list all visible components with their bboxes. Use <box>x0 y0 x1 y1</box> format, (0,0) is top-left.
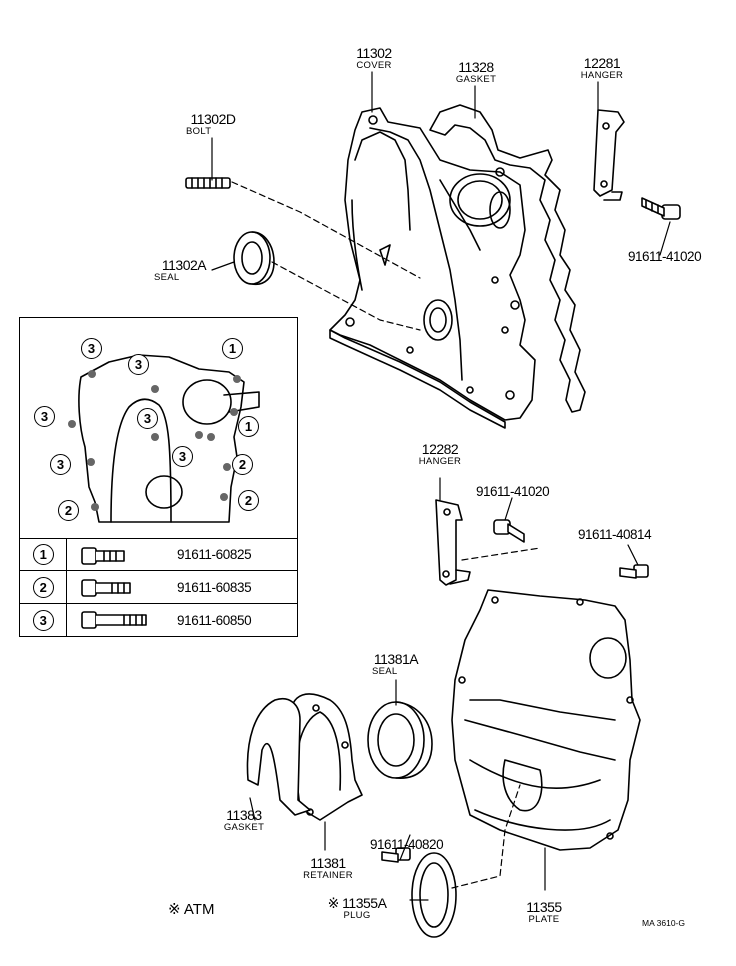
label-gasket-low: 11383 GASKET <box>216 808 272 833</box>
bolt-top-drawing <box>641 197 681 220</box>
location-mark-3: 3 <box>81 338 102 359</box>
part-name: BOLT <box>186 126 212 137</box>
part-number-cell: 91611-60835 <box>177 570 297 604</box>
location-mark-2: 2 <box>232 454 253 475</box>
label-pn-top: 91611-41020 <box>628 249 702 264</box>
part-name: RETAINER <box>303 870 353 881</box>
bolt-mid-drawing <box>493 519 525 543</box>
bolt-icon-cell <box>67 604 178 637</box>
table-row: 1 91611-60825 <box>20 538 297 571</box>
location-mark-1: 1 <box>238 416 259 437</box>
bolt-legend-table: 1 91611-60825 2 91611-60835 3 91611-6085… <box>20 538 297 636</box>
location-mark-3: 3 <box>137 408 158 429</box>
table-row: 3 91611-60850 <box>20 603 297 637</box>
part-number-cell: 91611-60825 <box>177 538 297 571</box>
location-mark-3: 3 <box>50 454 71 475</box>
mark-circle: 2 <box>32 576 54 598</box>
inset-diagram-area: 3 3 1 3 3 1 3 3 2 2 2 <box>20 318 297 539</box>
part-number: 12282 <box>421 441 459 457</box>
location-mark-3: 3 <box>34 406 55 427</box>
atm-note: ※ ATM <box>168 901 215 918</box>
stud-bolt-drawing <box>185 177 231 189</box>
part-number: ※ 11355A <box>327 895 387 911</box>
alignment-lines <box>231 181 541 889</box>
hanger-top-drawing <box>593 109 625 201</box>
label-gasket-top: 11328 GASKET <box>444 60 508 85</box>
end-plate-drawing <box>451 589 641 851</box>
label-seal-top: 11302A SEAL <box>152 258 216 283</box>
location-mark-3: 3 <box>128 354 149 375</box>
retainer-gasket-drawing <box>246 698 311 816</box>
label-hanger-top: 12281 HANGER <box>570 56 634 81</box>
label-pn-mid1: 91611-41020 <box>476 484 550 499</box>
label-pn-low: 91611-40820 <box>370 837 444 852</box>
label-retainer: 11381 RETAINER <box>296 856 360 881</box>
location-mark-3: 3 <box>172 446 193 467</box>
part-name: PLUG <box>343 910 371 921</box>
part-name: SEAL <box>372 666 398 677</box>
label-hanger-mid: 12282 HANGER <box>410 442 470 467</box>
label-pn-mid2: 91611-40814 <box>578 527 652 542</box>
part-name: GASKET <box>455 74 497 85</box>
drawing-code: MA 3610-G <box>642 918 685 928</box>
part-number: 11381A <box>373 651 419 667</box>
label-plug: ※ 11355A PLUG <box>312 896 402 921</box>
part-number-cell: 91611-60850 <box>177 612 252 628</box>
part-name: SEAL <box>154 272 180 283</box>
part-number: 11383 <box>226 807 262 823</box>
cover-gasket-drawing <box>429 104 586 413</box>
part-number: 11302D <box>190 111 236 127</box>
part-number: 11355 <box>526 899 562 915</box>
mark-circle: 3 <box>32 609 54 631</box>
bolt-icon-long <box>81 611 147 629</box>
inset-cover-outline <box>68 354 260 523</box>
part-name: PLATE <box>528 914 560 925</box>
plug-drawing <box>411 852 457 938</box>
part-number: 11328 <box>458 59 494 75</box>
seal-low-drawing <box>367 701 433 779</box>
table-row: 2 91611-60835 <box>20 570 297 604</box>
timing-cover-drawing <box>329 107 536 429</box>
part-number: 12281 <box>583 55 621 71</box>
mark-cell: 2 <box>20 570 67 604</box>
seal-top-drawing <box>233 231 275 286</box>
label-bolt: 11302D BOLT <box>180 112 246 137</box>
bolt-right-drawing <box>619 564 649 579</box>
hanger-mid-drawing <box>435 499 471 586</box>
mark-circle: 1 <box>32 543 54 565</box>
part-name: HANGER <box>418 456 462 467</box>
retainer-drawing <box>289 693 363 821</box>
mark-cell: 3 <box>20 603 67 636</box>
location-mark-1: 1 <box>222 338 243 359</box>
bolt-location-inset: 3 3 1 3 3 1 3 3 2 2 2 1 91611-60825 2 91… <box>19 317 298 637</box>
part-number: 11381 <box>310 855 346 871</box>
bolt-icon-cell <box>66 538 177 571</box>
label-plate: 11355 PLATE <box>514 900 574 925</box>
part-name: HANGER <box>580 70 624 81</box>
label-seal-low: 11381A SEAL <box>364 652 428 677</box>
part-name: COVER <box>356 60 392 71</box>
part-number: 11302A <box>161 257 207 273</box>
leader-lines <box>211 71 671 901</box>
label-cover: 11302 COVER <box>344 46 404 71</box>
part-name: GASKET <box>223 822 265 833</box>
location-mark-2: 2 <box>58 500 79 521</box>
part-number: 11302 <box>356 45 392 61</box>
location-mark-2: 2 <box>238 490 259 511</box>
mark-cell: 1 <box>20 538 67 571</box>
bolt-icon-cell <box>66 570 177 604</box>
